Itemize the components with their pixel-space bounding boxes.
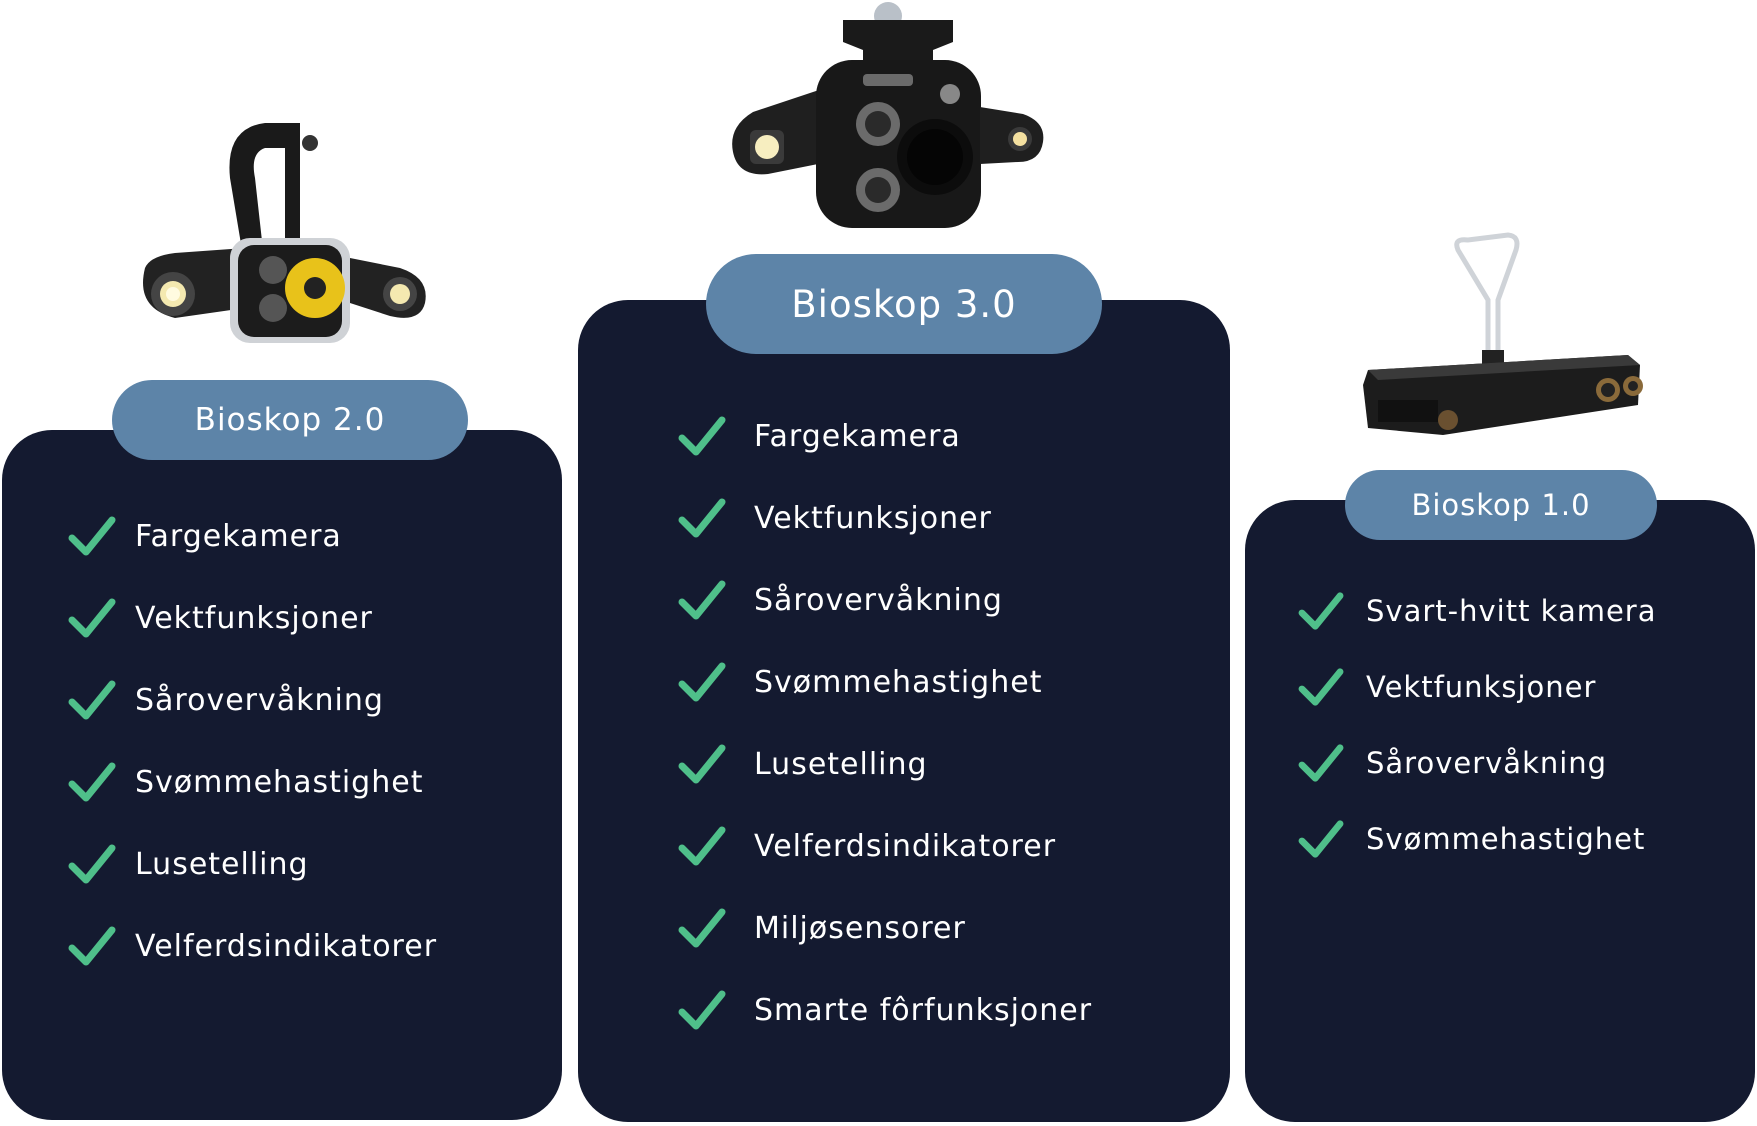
feature-item: Velferdsindikatorer [678,820,1056,872]
feature-label: Miljøsensorer [754,910,966,946]
feature-item: Miljøsensorer [678,902,966,954]
feature-label: Sårovervåkning [135,682,384,718]
feature-label: Svømmehastighet [754,664,1043,700]
checkmark-icon [1298,668,1344,706]
product-title: Bioskop 3.0 [791,282,1017,326]
product-title-pill: Bioskop 3.0 [706,254,1102,354]
feature-item: Smarte fôrfunksjoner [678,984,1092,1036]
feature-item: Svømmehastighet [68,756,423,808]
feature-label: Vektfunksjoner [135,600,373,636]
feature-item: Vektfunksjoner [678,492,992,544]
feature-item: Svømmehastighet [678,656,1042,708]
bioskop-3-device-icon [732,2,1044,228]
feature-label: Smarte fôrfunksjoner [754,992,1093,1028]
feature-item: Svømmehastighet [1298,814,1645,864]
feature-item: Sårovervåkning [678,574,1003,626]
feature-item: Sårovervåkning [68,674,384,726]
checkmark-icon [68,844,116,884]
feature-label: Svart-hvitt kamera [1366,594,1657,628]
feature-label: Velferdsindikatorer [135,928,438,964]
feature-item: Velferdsindikatorer [68,920,437,972]
feature-item: Vektfunksjoner [68,592,373,644]
feature-label: Svømmehastighet [1366,822,1646,856]
feature-item: Svart-hvitt kamera [1298,586,1657,636]
feature-item: Fargekamera [68,510,342,562]
checkmark-icon [678,416,726,456]
feature-label: Velferdsindikatorer [754,828,1057,864]
product-title: Bioskop 1.0 [1411,488,1591,522]
checkmark-icon [678,580,726,620]
checkmark-icon [1298,744,1344,782]
feature-label: Sårovervåkning [1366,746,1608,780]
feature-label: Vektfunksjoner [1366,670,1597,704]
checkmark-icon [1298,820,1344,858]
feature-label: Fargekamera [754,418,961,454]
checkmark-icon [68,680,116,720]
product-card-bioskop-3 [578,300,1230,1122]
feature-item: Vektfunksjoner [1298,662,1596,712]
checkmark-icon [1298,592,1344,630]
feature-label: Lusetelling [135,846,309,882]
feature-label: Svømmehastighet [135,764,424,800]
checkmark-icon [68,926,116,966]
checkmark-icon [68,516,116,556]
checkmark-icon [678,908,726,948]
checkmark-icon [678,498,726,538]
feature-item: Sårovervåkning [1298,738,1607,788]
checkmark-icon [678,826,726,866]
bioskop-2-device-icon [143,123,426,343]
feature-item: Fargekamera [678,410,961,462]
feature-item: Lusetelling [68,838,309,890]
product-title-pill: Bioskop 1.0 [1345,470,1657,540]
checkmark-icon [678,662,726,702]
checkmark-icon [68,598,116,638]
checkmark-icon [678,744,726,784]
product-title-pill: Bioskop 2.0 [112,380,468,460]
bioskop-1-device-icon [1363,232,1643,435]
feature-item: Lusetelling [678,738,928,790]
feature-label: Lusetelling [754,746,928,782]
feature-label: Sårovervåkning [754,582,1003,618]
feature-label: Fargekamera [135,518,342,554]
product-title: Bioskop 2.0 [194,402,386,438]
checkmark-icon [678,990,726,1030]
feature-label: Vektfunksjoner [754,500,992,536]
checkmark-icon [68,762,116,802]
